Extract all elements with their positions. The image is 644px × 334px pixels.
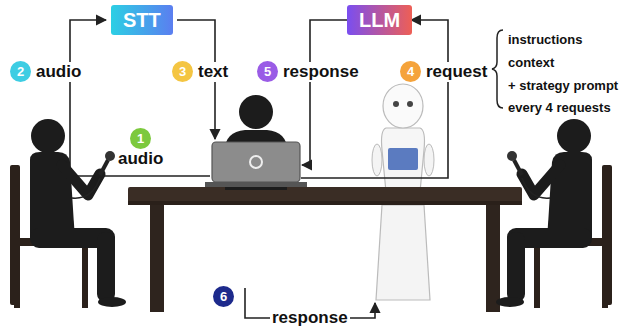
callout-number: 4 [400, 61, 421, 82]
process-box: STT [111, 5, 173, 35]
person-arm [62, 165, 100, 195]
step-marker: 6 response [213, 286, 363, 330]
callout-number: 2 [10, 61, 31, 82]
callout-number: 5 [257, 61, 278, 82]
table-edge [128, 201, 522, 205]
microphone-head [105, 151, 115, 161]
curly-bracket [492, 30, 503, 108]
step-marker: 4request [400, 61, 489, 82]
flow-line [70, 20, 210, 176]
robot-tablet [388, 148, 418, 170]
person-head [239, 95, 273, 129]
robot-eye [407, 101, 413, 107]
box-label: LLM [359, 9, 400, 31]
person-leg [507, 232, 525, 302]
robot-torso [382, 128, 425, 192]
bracket-note: context [508, 55, 554, 71]
microphone [514, 160, 522, 175]
step-marker: 2audio [10, 61, 83, 82]
chair-leg [602, 246, 608, 308]
table [128, 187, 522, 312]
person-head [31, 119, 65, 153]
step-label: response [281, 62, 361, 82]
step-label: audio [34, 62, 83, 82]
mic-cable [522, 178, 550, 198]
step-marker: 5response [257, 61, 361, 82]
robot-head [383, 84, 423, 128]
step-label: response [270, 308, 350, 328]
step-label: audio [116, 149, 165, 169]
callout-number: 6 [213, 286, 234, 307]
step-label: text [196, 62, 230, 82]
bracket-note: + strategy prompt [508, 78, 618, 94]
person-foot [98, 297, 126, 307]
chair-leg [534, 246, 540, 308]
box-label: STT [123, 9, 161, 31]
flow-line [302, 20, 350, 165]
side-person [10, 119, 126, 308]
process-box: LLM [347, 5, 412, 35]
table-top [128, 187, 522, 204]
person-foot [496, 297, 524, 307]
callout-number: 3 [172, 61, 193, 82]
robot-base [376, 205, 430, 300]
table-leg [150, 200, 164, 312]
bracket-note: instructions [508, 32, 582, 48]
laptop-logo [250, 156, 262, 168]
mic-cable [72, 178, 100, 198]
chair-leg [14, 246, 20, 308]
robot-eye [393, 101, 399, 107]
laptop-base [205, 182, 307, 187]
callout-number: 1 [130, 128, 151, 149]
laptop-screen [212, 142, 300, 182]
robot-arm [372, 144, 382, 176]
step-marker: 3text [172, 61, 230, 82]
microphone-head [507, 151, 517, 161]
laptop [205, 142, 307, 187]
bracket-note: every 4 requests [508, 100, 611, 116]
table-leg [486, 200, 500, 312]
robot-arm [424, 144, 434, 176]
microphone [100, 160, 108, 175]
person-head [557, 119, 591, 153]
chair-leg [82, 246, 88, 308]
flow-lines [70, 20, 448, 318]
side-person [496, 119, 612, 308]
step-label: request [424, 62, 489, 82]
person-arm [522, 165, 560, 195]
person-leg [97, 232, 115, 302]
flow-line [301, 20, 448, 178]
step-marker: 1audio [116, 128, 165, 169]
